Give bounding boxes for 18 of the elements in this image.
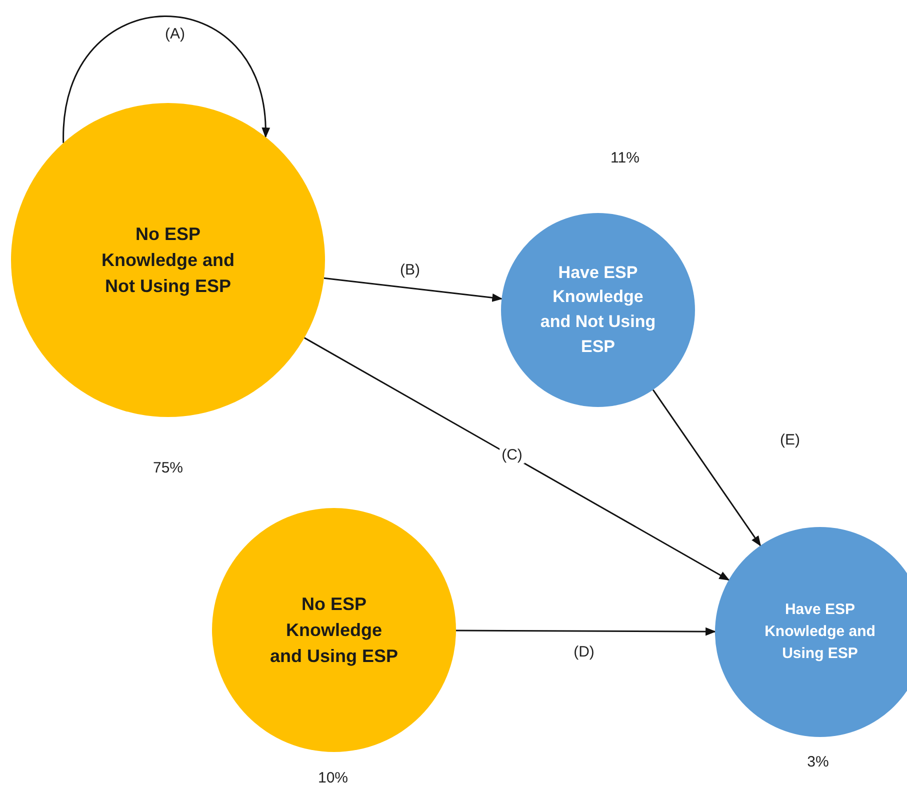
state-label: No ESP Knowledge and Using ESP: [269, 592, 399, 668]
percentage-label: 10%: [318, 770, 348, 786]
edge-label: (D): [572, 644, 596, 660]
state-label: Have ESP Knowledge and Not Using ESP: [539, 262, 657, 358]
edge-label: (A): [163, 26, 187, 42]
arrow: [652, 389, 762, 546]
state-label: No ESP Knowledge and Not Using ESP: [100, 222, 236, 298]
state-label: Have ESP Knowledge and Using ESP: [764, 600, 876, 664]
edge-label: (B): [398, 262, 422, 278]
percentage-label: 11%: [610, 150, 640, 166]
percentage-label: 3%: [807, 754, 829, 770]
percentage-label: 75%: [152, 460, 184, 476]
arrow: [62, 16, 269, 143]
arrow: [304, 337, 730, 581]
edge-label: (C): [500, 446, 524, 464]
arrow: [324, 277, 503, 302]
arrow: [456, 627, 716, 636]
edge-label: (E): [778, 432, 802, 448]
